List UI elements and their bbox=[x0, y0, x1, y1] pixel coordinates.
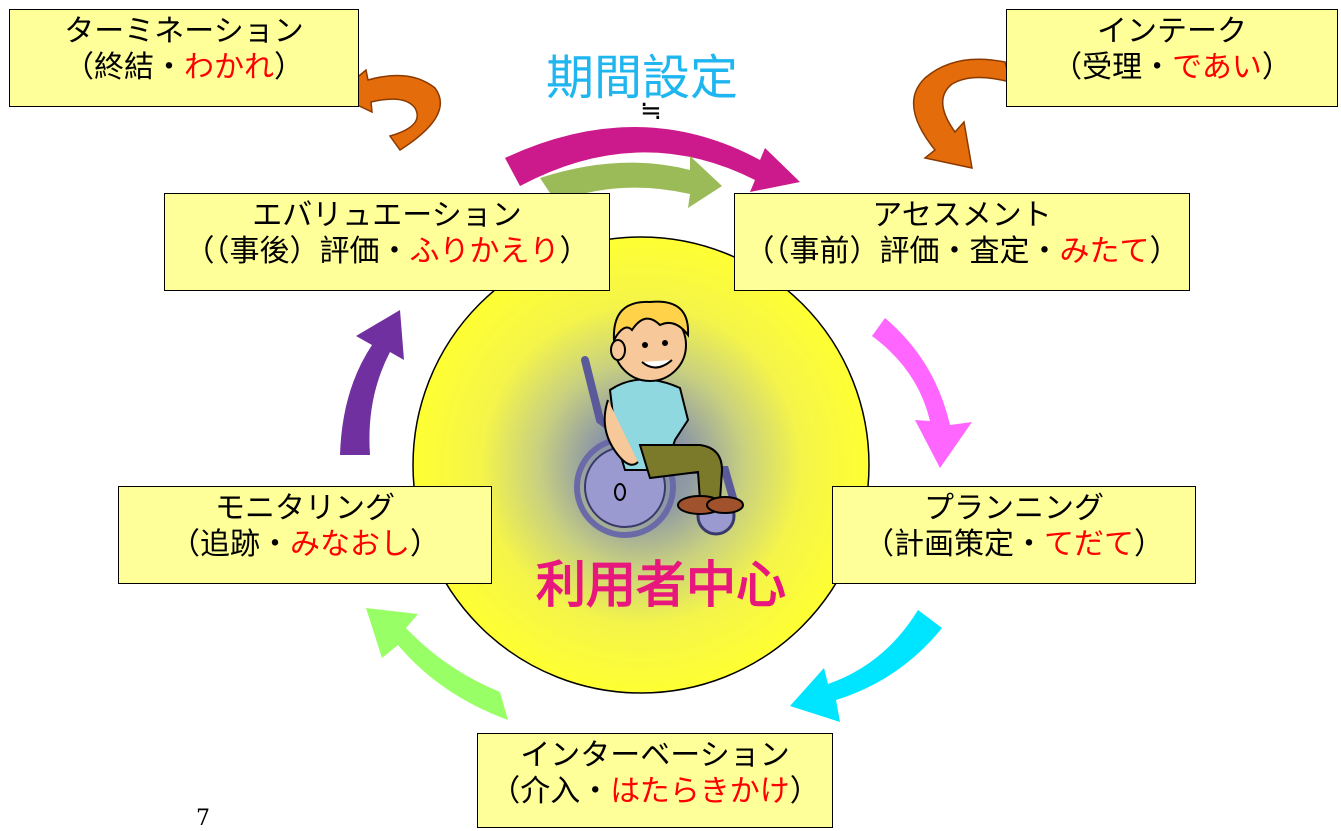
stage-intervention-name: インターベーション bbox=[520, 738, 790, 773]
stage-monitoring-plain: みなおし bbox=[290, 527, 410, 562]
stage-evaluation-plain: ふりかえり bbox=[409, 234, 560, 269]
stage-assessment-prefix: （（事前）評価・査定・ bbox=[744, 234, 1060, 269]
stage-monitoring-desc: （追跡・みなおし） bbox=[119, 527, 491, 563]
stage-assessment-plain: みたて bbox=[1059, 234, 1150, 269]
stage-planning-plain: てだて bbox=[1044, 527, 1134, 562]
stage-planning-name: プランニング bbox=[924, 491, 1104, 526]
stage-planning-desc: （計画策定・てだて） bbox=[833, 527, 1195, 563]
stage-intervention-prefix: （介入・ bbox=[490, 774, 611, 809]
stage-monitoring-name: モニタリング bbox=[215, 491, 395, 526]
stage-intervention: インターベーション （介入・はたらきかけ） bbox=[477, 733, 833, 828]
stage-termination: ターミネーション （終結・わかれ） bbox=[9, 9, 359, 107]
stage-intake-plain: であい bbox=[1172, 50, 1262, 85]
stage-intake-suffix: ） bbox=[1261, 50, 1292, 85]
stage-intervention-desc: （介入・はたらきかけ） bbox=[478, 774, 832, 810]
stage-evaluation-name: エバリュエーション bbox=[252, 198, 522, 233]
stage-planning-prefix: （計画策定・ bbox=[864, 527, 1044, 562]
stage-monitoring-suffix: ） bbox=[410, 527, 440, 562]
stage-planning: プランニング （計画策定・てだて） bbox=[832, 486, 1196, 584]
stage-termination-name: ターミネーション bbox=[64, 14, 304, 49]
arrow-planning-to-intervention bbox=[790, 610, 942, 722]
arrow-intake-to-assessment bbox=[912, 58, 1012, 169]
period-setting-title: 期間設定 bbox=[546, 50, 739, 106]
stage-monitoring: モニタリング （追跡・みなおし） bbox=[118, 486, 492, 584]
center-label-user-centered: 利用者中心 bbox=[536, 556, 786, 614]
stage-assessment-name: アセスメント bbox=[872, 198, 1052, 233]
top-olive-arrow bbox=[540, 156, 722, 208]
stage-termination-plain: わかれ bbox=[184, 50, 274, 85]
stage-planning-suffix: ） bbox=[1134, 527, 1164, 562]
stage-intake-name: インテーク bbox=[1097, 14, 1247, 49]
page-number: 7 bbox=[196, 806, 210, 831]
stage-monitoring-prefix: （追跡・ bbox=[170, 527, 290, 562]
stage-evaluation-suffix: ） bbox=[559, 234, 590, 269]
stage-intervention-plain: はたらきかけ bbox=[610, 774, 790, 809]
stage-intake-desc: （受理・であい） bbox=[1007, 50, 1337, 86]
top-magenta-arrow bbox=[505, 126, 800, 192]
arrow-assessment-to-planning bbox=[872, 318, 972, 468]
stage-termination-suffix: ） bbox=[274, 50, 304, 85]
stage-evaluation: エバリュエーション （（事後）評価・ふりかえり） bbox=[164, 193, 610, 291]
stage-intake: インテーク （受理・であい） bbox=[1006, 9, 1338, 107]
stage-termination-desc: （終結・わかれ） bbox=[10, 50, 358, 86]
stage-assessment-suffix: ） bbox=[1149, 234, 1180, 269]
stage-assessment-desc: （（事前）評価・査定・みたて） bbox=[735, 234, 1189, 270]
arrow-evaluation-to-termination bbox=[334, 68, 441, 152]
stage-evaluation-desc: （（事後）評価・ふりかえり） bbox=[165, 234, 609, 270]
arrow-intervention-to-monitoring bbox=[366, 608, 508, 720]
approx-symbol: ≒ bbox=[640, 96, 662, 126]
stage-intake-prefix: （受理・ bbox=[1052, 50, 1173, 85]
stage-assessment: アセスメント （（事前）評価・査定・みたて） bbox=[734, 193, 1190, 291]
stage-termination-prefix: （終結・ bbox=[64, 50, 184, 85]
stage-evaluation-prefix: （（事後）評価・ bbox=[184, 234, 410, 269]
arrow-monitoring-to-evaluation bbox=[340, 310, 404, 455]
stage-intervention-suffix: ） bbox=[789, 774, 820, 809]
boy-in-wheelchair-illustration bbox=[574, 300, 744, 538]
